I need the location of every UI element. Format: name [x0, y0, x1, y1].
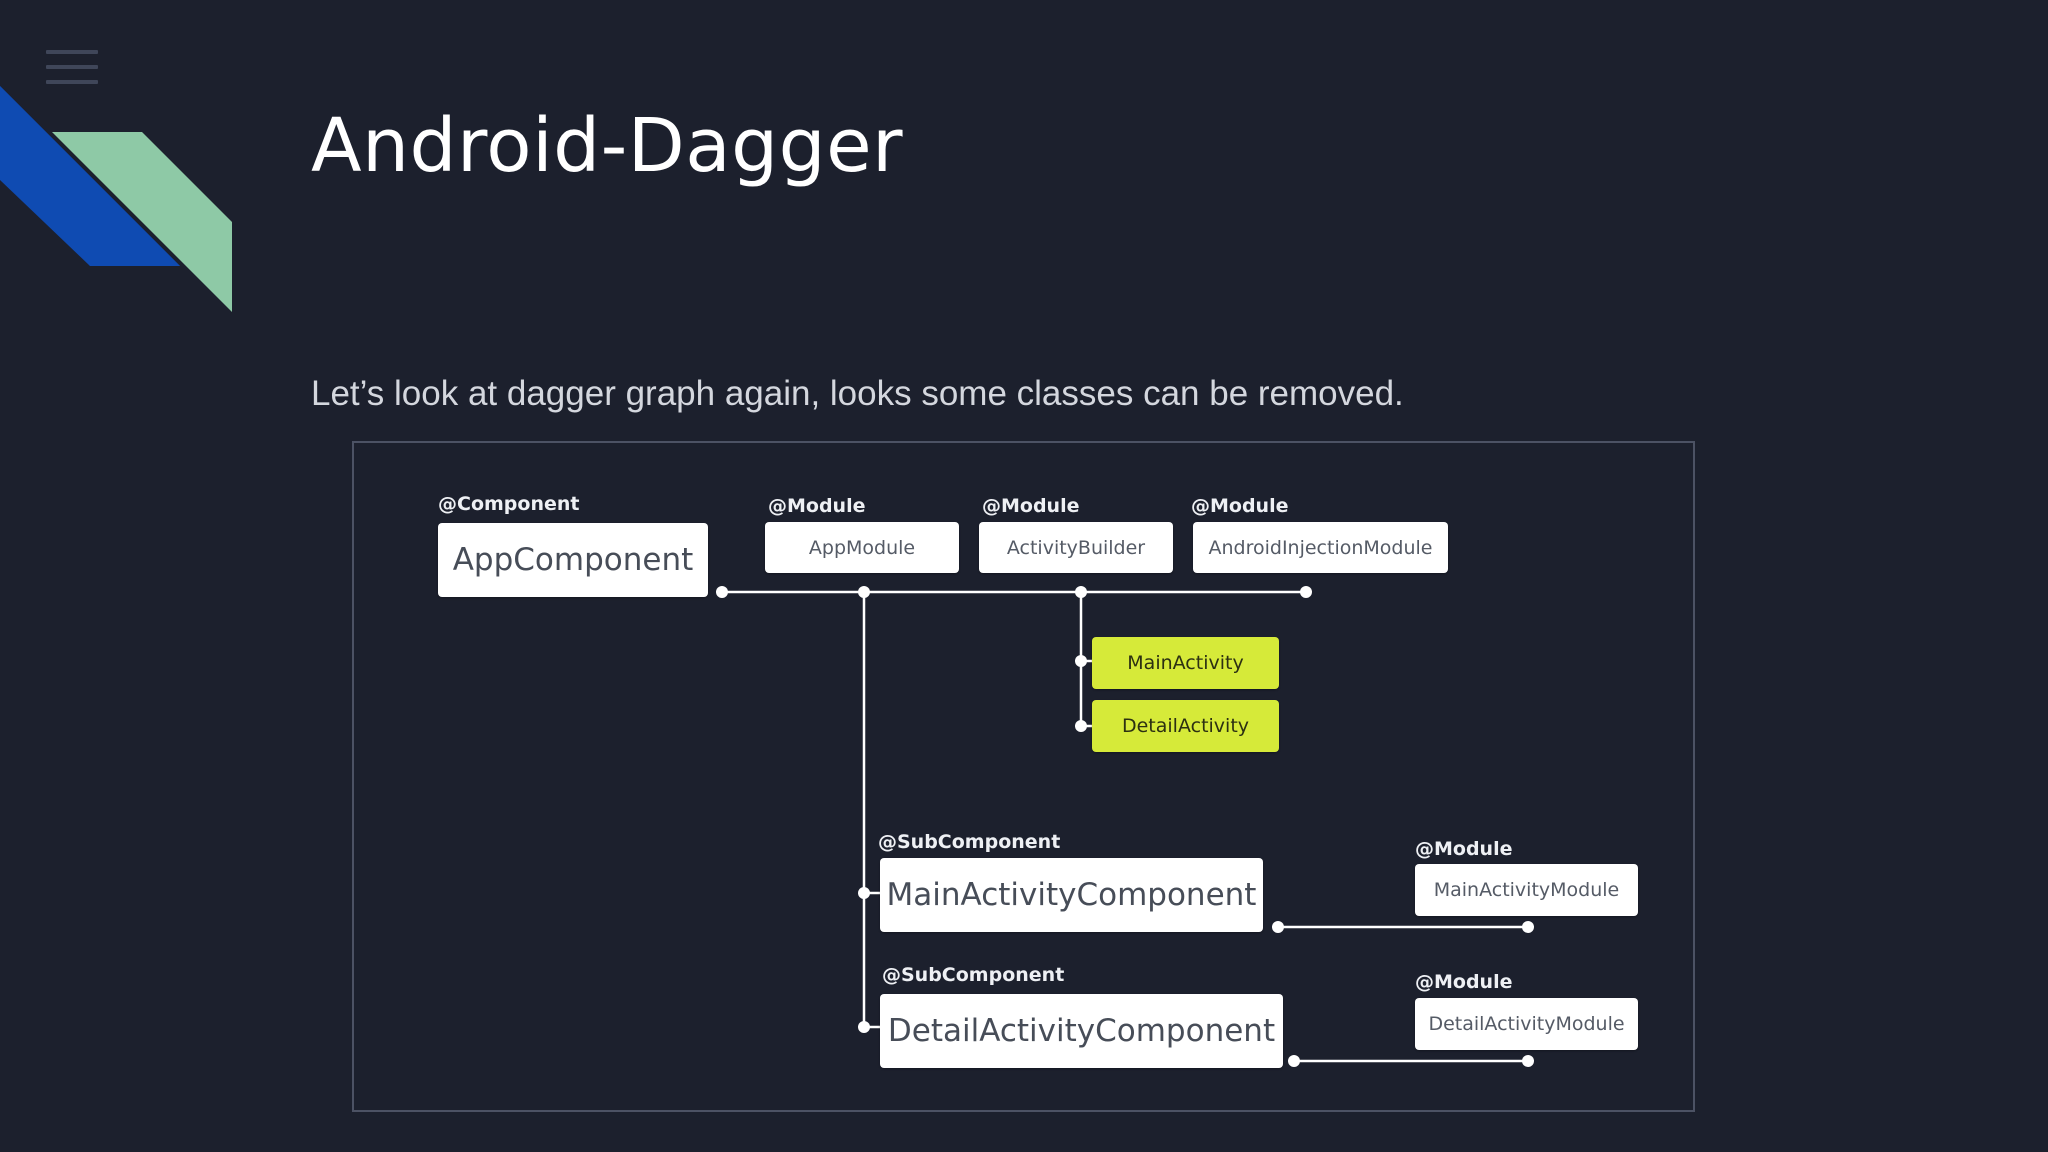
dagger-graph-diagram: @Component AppComponent @Module AppModul…: [352, 441, 1695, 1112]
hamburger-menu-icon[interactable]: [46, 50, 98, 84]
dot-detail-subcomponent: [858, 1021, 870, 1033]
detail-activity-module-annotation: @Module: [1415, 971, 1513, 993]
dot-appmodule: [858, 586, 870, 598]
diagram-connectors: [716, 586, 1534, 1067]
main-activity-module-annotation: @Module: [1415, 838, 1513, 860]
main-activity-component-box: MainActivityComponent: [880, 858, 1263, 932]
dot-mainactivity: [1075, 655, 1087, 667]
main-activity-box: MainActivity: [1092, 637, 1279, 689]
detail-activity-box: DetailActivity: [1092, 700, 1279, 752]
dot-detailactivity: [1075, 720, 1087, 732]
activity-builder-box: ActivityBuilder: [979, 522, 1173, 573]
dot-detail-module: [1522, 1055, 1534, 1067]
dot-activitybuilder: [1075, 586, 1087, 598]
detail-subcomponent-annotation: @SubComponent: [882, 964, 1065, 986]
detail-activity-component-box: DetailActivityComponent: [880, 994, 1283, 1068]
dot-main-component-end: [1272, 921, 1284, 933]
corner-decoration: [0, 86, 232, 312]
app-component-box: AppComponent: [438, 523, 708, 597]
main-activity-module-box: MainActivityModule: [1415, 864, 1638, 916]
app-module-annotation: @Module: [768, 495, 866, 517]
deco-blue-stripe-fill: [0, 86, 180, 266]
android-injection-module-box: AndroidInjectionModule: [1193, 522, 1448, 573]
main-subcomponent-annotation: @SubComponent: [878, 831, 1061, 853]
dot-androidinjection: [1300, 586, 1312, 598]
android-injection-module-annotation: @Module: [1191, 495, 1289, 517]
activity-builder-annotation: @Module: [982, 495, 1080, 517]
app-component-annotation: @Component: [438, 493, 580, 515]
detail-activity-module-box: DetailActivityModule: [1415, 998, 1638, 1050]
dot-detail-component-end: [1288, 1055, 1300, 1067]
slide-subtitle: Let’s look at dagger graph again, looks …: [311, 374, 1404, 413]
dot-main-module: [1522, 921, 1534, 933]
slide-title: Android-Dagger: [311, 103, 904, 189]
app-module-box: AppModule: [765, 522, 959, 573]
deco-green-stripe: [52, 132, 232, 312]
dot-app-start: [716, 586, 728, 598]
dot-main-subcomponent: [858, 887, 870, 899]
